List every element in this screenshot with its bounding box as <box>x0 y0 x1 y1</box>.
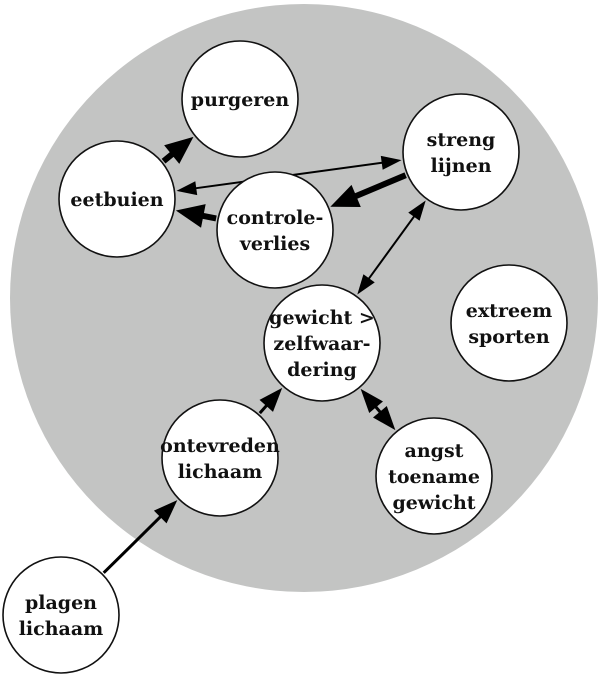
node-label: controle- <box>227 207 324 229</box>
node-extreem-sporten: extreem sporten <box>450 264 568 382</box>
arrowhead-icon <box>330 184 361 208</box>
node-circle <box>450 264 568 382</box>
node-label: dering <box>287 359 357 381</box>
node-purgeren: purgeren <box>181 40 299 158</box>
node-label: lijnen <box>430 155 491 177</box>
nodes-layer: purgeren eetbuien streng lijnen controle-ver… <box>2 40 568 674</box>
node-label: verlies <box>239 233 310 255</box>
node-ontevreden-lichaam: ontevreden lichaam <box>160 399 280 517</box>
arrowhead-icon <box>175 204 206 228</box>
node-streng-lijnen: streng lijnen <box>402 93 520 211</box>
arrowhead-icon <box>360 388 383 414</box>
arrowhead-icon <box>176 181 198 196</box>
node-label: zelfwaar- <box>273 333 370 355</box>
node-label: angst <box>405 440 464 462</box>
node-label: ontevreden <box>160 435 280 457</box>
node-label: eetbuien <box>70 189 163 211</box>
node-label: lichaam <box>178 461 263 483</box>
arrowhead-icon <box>259 387 283 412</box>
edge-line <box>161 150 176 164</box>
node-label: sporten <box>468 326 550 348</box>
edge-line <box>367 214 416 281</box>
edge-gewicht-zelfwaardering-to-angst-toename-gewicht <box>360 388 396 431</box>
node-circle <box>263 284 381 402</box>
arrowhead-icon <box>164 136 194 164</box>
node-gewicht-zelfwaardering: gewicht > zelfwaar-dering <box>263 284 381 402</box>
node-label: gewicht > <box>269 307 375 329</box>
arrowhead-icon <box>380 155 402 170</box>
node-eetbuien: eetbuien <box>58 140 176 258</box>
node-label: purgeren <box>191 89 290 111</box>
edges-layer <box>102 136 426 574</box>
edge-streng-lijnen-to-gewicht-zelfwaardering <box>357 200 426 295</box>
node-angst-toename-gewicht: angst toename gewicht <box>375 417 493 535</box>
node-controleverlies: controle-verlies <box>216 171 334 289</box>
arrowhead-icon <box>153 500 178 524</box>
node-circle <box>161 399 279 517</box>
node-circle <box>58 140 176 258</box>
node-label: streng <box>427 129 496 151</box>
arrowhead-icon <box>357 274 375 295</box>
node-circle <box>375 417 493 535</box>
edge-streng-lijnen-to-controleverlies <box>330 172 407 208</box>
node-circle <box>216 171 334 289</box>
edge-line <box>102 514 163 574</box>
node-label: extreem <box>466 300 552 322</box>
edge-ontevreden-lichaam-to-gewicht-zelfwaardering <box>258 387 283 415</box>
arrowhead-icon <box>408 200 426 221</box>
node-label: toename <box>388 466 480 488</box>
edge-line <box>353 172 407 200</box>
node-label: plagen <box>25 592 97 614</box>
edge-line <box>200 212 217 222</box>
node-circle <box>402 93 520 211</box>
edge-plagen-lichaam-to-ontevreden-lichaam <box>102 500 178 574</box>
arrowhead-icon <box>373 405 396 431</box>
edge-eetbuien-to-purgeren <box>161 136 194 164</box>
edge-controleverlies-to-eetbuien <box>175 204 217 228</box>
node-label: gewicht <box>392 492 475 514</box>
node-circle <box>181 40 299 158</box>
node-plagen-lichaam: plagen lichaam <box>2 556 120 674</box>
node-circle <box>2 556 120 674</box>
node-label: lichaam <box>19 618 104 640</box>
